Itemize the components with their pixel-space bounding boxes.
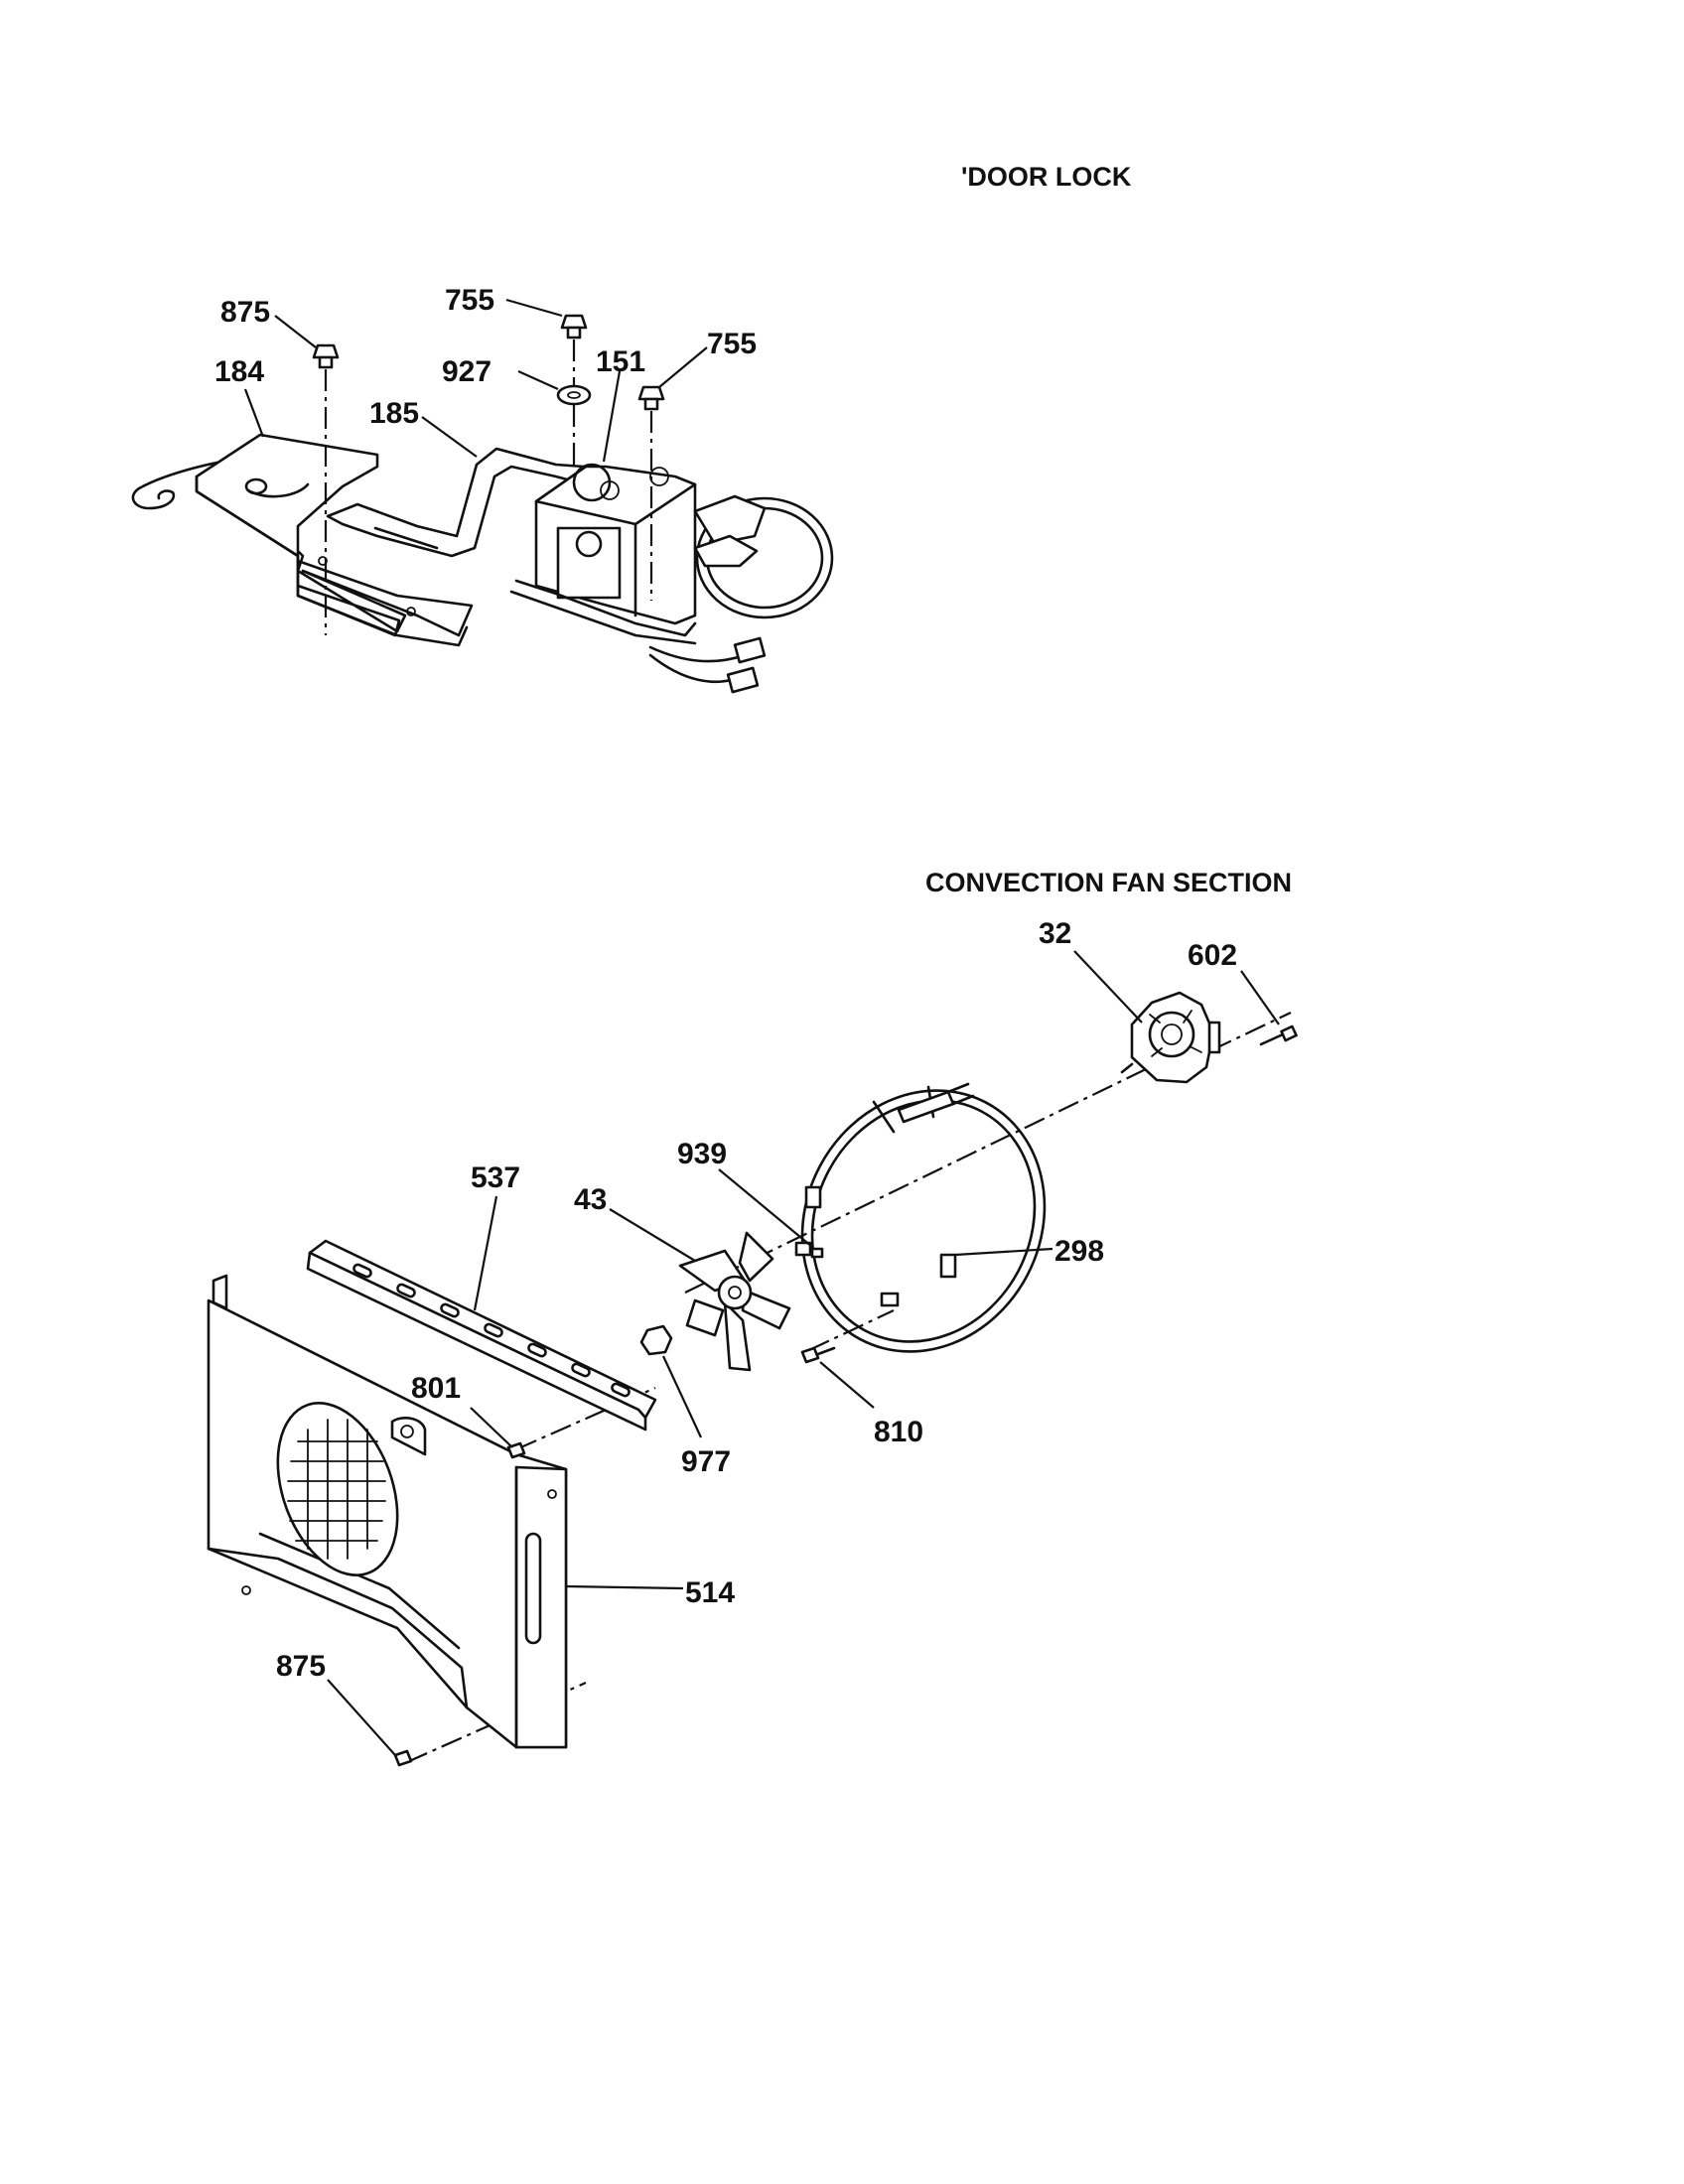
leader-514 bbox=[565, 1584, 684, 1590]
leader-939 bbox=[718, 1168, 813, 1248]
link-arm-edge bbox=[373, 526, 439, 550]
callout-939: 939 bbox=[677, 1138, 727, 1170]
assembly-axis bbox=[808, 1309, 895, 1351]
cam-lever bbox=[693, 494, 767, 546]
screw-755-left bbox=[560, 314, 588, 340]
leader-298 bbox=[954, 1247, 1053, 1257]
assembly-axis bbox=[1210, 1012, 1292, 1051]
callout-810: 810 bbox=[874, 1416, 923, 1448]
leader-801 bbox=[470, 1407, 513, 1448]
screw-755-right bbox=[637, 385, 665, 411]
plate-slot-curve bbox=[246, 482, 310, 498]
screw-939 bbox=[810, 1247, 824, 1259]
callout-185: 185 bbox=[369, 397, 419, 430]
screw-810 bbox=[800, 1346, 836, 1364]
convection-fan-title: CONVECTION FAN SECTION bbox=[925, 868, 1292, 897]
callout-977: 977 bbox=[681, 1445, 731, 1478]
leader-537 bbox=[473, 1195, 498, 1311]
callout-875: 875 bbox=[220, 296, 270, 329]
callout-151: 151 bbox=[596, 345, 645, 378]
callout-875: 875 bbox=[276, 1650, 326, 1683]
leader-977 bbox=[662, 1355, 702, 1438]
motor-base bbox=[514, 579, 697, 637]
latch-hook bbox=[131, 455, 265, 510]
leader-151 bbox=[602, 370, 622, 463]
callout-602: 602 bbox=[1188, 939, 1237, 972]
callout-755: 755 bbox=[445, 284, 494, 317]
nut-977 bbox=[639, 1324, 673, 1356]
fan-blade bbox=[678, 1231, 791, 1372]
callout-514: 514 bbox=[685, 1576, 735, 1609]
callout-184: 184 bbox=[214, 355, 264, 388]
leader-32 bbox=[1073, 950, 1143, 1024]
wire-connector bbox=[733, 636, 767, 664]
screw-875-bottom bbox=[393, 1749, 413, 1767]
screw-875-top bbox=[312, 343, 340, 369]
wire-connector bbox=[726, 666, 760, 694]
fan-cover-panel bbox=[207, 1274, 568, 1749]
motor-window bbox=[556, 526, 622, 600]
callout-927: 927 bbox=[442, 355, 491, 388]
screw-602 bbox=[1259, 1024, 1298, 1046]
cam-lever bbox=[693, 534, 759, 568]
leader-875 bbox=[327, 1679, 396, 1756]
door-lock-section: 'DOOR LOCK bbox=[131, 162, 1132, 694]
leader-185 bbox=[421, 416, 478, 458]
washer-927-hole bbox=[567, 391, 581, 399]
callout-32: 32 bbox=[1039, 917, 1071, 950]
leader-184 bbox=[243, 388, 265, 438]
motor-spindle bbox=[572, 463, 612, 502]
callout-298: 298 bbox=[1054, 1235, 1104, 1268]
plate-hole bbox=[406, 607, 416, 616]
callout-755: 755 bbox=[707, 328, 757, 360]
callout-43: 43 bbox=[574, 1183, 607, 1216]
heating-element bbox=[794, 1082, 1047, 1353]
motor-base-lower bbox=[509, 590, 697, 645]
callout-537: 537 bbox=[471, 1161, 520, 1194]
leader-927 bbox=[517, 369, 559, 391]
leader-810 bbox=[819, 1361, 875, 1409]
callout-801: 801 bbox=[411, 1372, 461, 1405]
leader-43 bbox=[609, 1208, 696, 1262]
fan-motor bbox=[1120, 991, 1221, 1084]
convection-fan-section: CONVECTION FAN SECTION bbox=[207, 868, 1298, 1767]
wire bbox=[648, 645, 747, 663]
washer-927 bbox=[556, 384, 592, 406]
motor-gear bbox=[575, 530, 603, 558]
leader-875 bbox=[274, 315, 317, 348]
bracket-537 bbox=[306, 1239, 657, 1432]
leader-755 bbox=[658, 346, 708, 388]
door-lock-title: 'DOOR LOCK bbox=[961, 162, 1132, 192]
latch-plate-edge bbox=[195, 475, 469, 647]
leader-602 bbox=[1240, 970, 1280, 1025]
leader-755 bbox=[505, 298, 563, 318]
